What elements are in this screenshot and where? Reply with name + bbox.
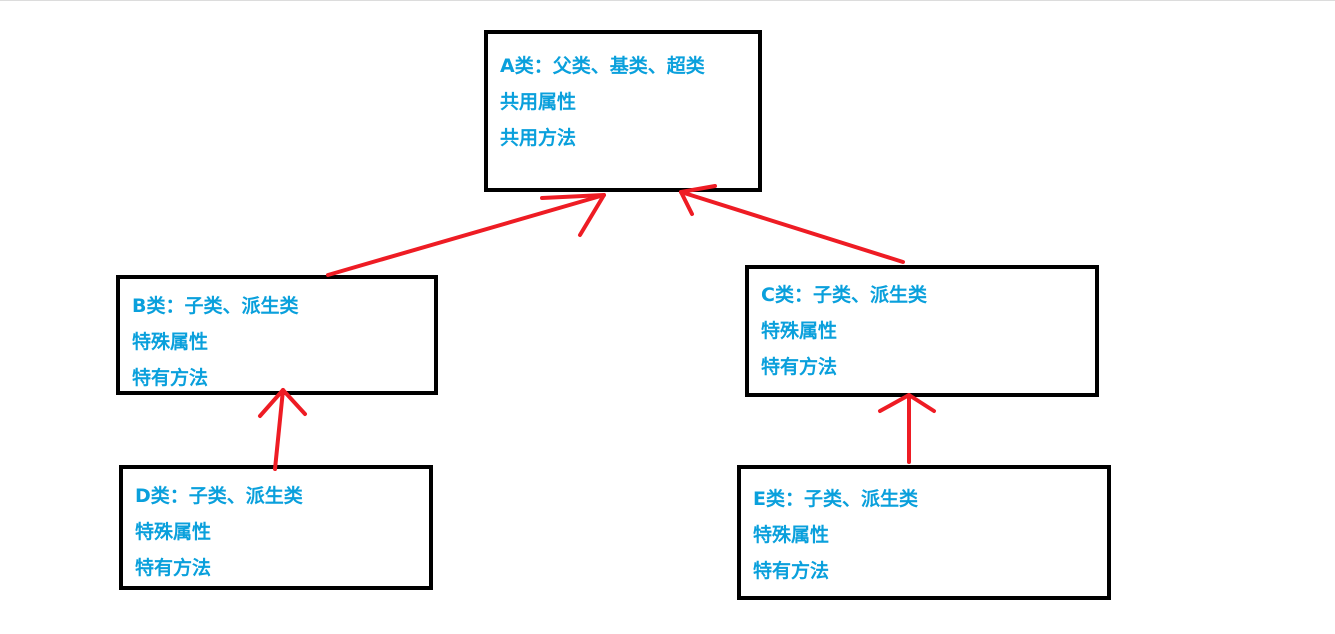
class-c-attributes: 特殊属性 [761, 320, 838, 342]
class-e-title: E类：子类、派生类 [753, 488, 918, 510]
arrow-e-to-c-head [878, 393, 936, 413]
class-c-box: C类：子类、派生类 特殊属性 特有方法 [745, 265, 1099, 397]
class-a-attributes: 共用属性 [500, 91, 577, 113]
arrow-e-to-c [878, 393, 936, 464]
class-e-methods: 特有方法 [753, 560, 830, 582]
arrow-d-to-b [258, 388, 307, 471]
class-b-attributes: 特殊属性 [132, 331, 209, 353]
arrow-b-to-a-head [540, 193, 606, 237]
arrow-b-to-a-shaft [326, 193, 606, 277]
class-c-methods: 特有方法 [761, 356, 838, 378]
class-a-box: A类：父类、基类、超类 共用属性 共用方法 [484, 30, 762, 192]
class-e-attributes: 特殊属性 [753, 524, 830, 546]
arrow-c-to-a-shaft [679, 190, 905, 264]
arrow-d-to-b-shaft [273, 388, 285, 471]
class-b-box: B类：子类、派生类 特殊属性 特有方法 [116, 275, 438, 395]
class-d-box: D类：子类、派生类 特殊属性 特有方法 [119, 465, 433, 590]
top-divider [0, 0, 1335, 1]
class-d-title: D类：子类、派生类 [135, 485, 303, 507]
class-e-box: E类：子类、派生类 特殊属性 特有方法 [737, 465, 1111, 600]
arrow-b-to-a [326, 193, 606, 277]
class-d-methods: 特有方法 [135, 557, 212, 579]
class-a-methods: 共用方法 [500, 127, 577, 149]
class-b-methods: 特有方法 [132, 367, 209, 389]
class-b-title: B类：子类、派生类 [132, 295, 299, 317]
class-a-title: A类：父类、基类、超类 [500, 55, 705, 77]
arrow-c-to-a [679, 184, 905, 264]
class-c-title: C类：子类、派生类 [761, 284, 927, 306]
class-d-attributes: 特殊属性 [135, 521, 212, 543]
